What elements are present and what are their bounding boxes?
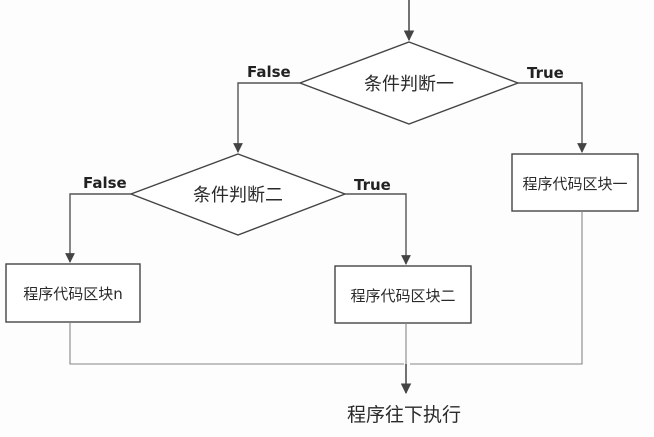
true-branch-2-line — [345, 193, 411, 265]
code-block-n-text: 程序代码区块n — [23, 285, 123, 303]
code-block-1-text: 程序代码区块一 — [522, 175, 627, 193]
continue-execution-text: 程序往下执行 — [347, 404, 461, 426]
merge-line-right — [410, 211, 583, 365]
decision-2-text: 条件判断二 — [193, 185, 283, 206]
code-block-n — [5, 263, 141, 323]
false-branch-2-line — [65, 193, 131, 263]
merge-line-left — [69, 322, 404, 365]
true-branch-1-line — [518, 82, 587, 153]
code-block-2-text: 程序代码区块二 — [350, 287, 455, 305]
false-branch-1-line — [233, 82, 300, 153]
false-label-1: False — [247, 63, 291, 81]
true-label-1: True — [527, 64, 564, 82]
code-block-2 — [334, 265, 472, 324]
false-label-2: False — [83, 174, 127, 192]
decision-diamond-1 — [298, 41, 520, 125]
true-label-2: True — [354, 176, 391, 194]
decision-diamond-2 — [129, 153, 347, 236]
code-block-1 — [511, 153, 639, 212]
decision-1-text: 条件判断一 — [364, 74, 454, 95]
